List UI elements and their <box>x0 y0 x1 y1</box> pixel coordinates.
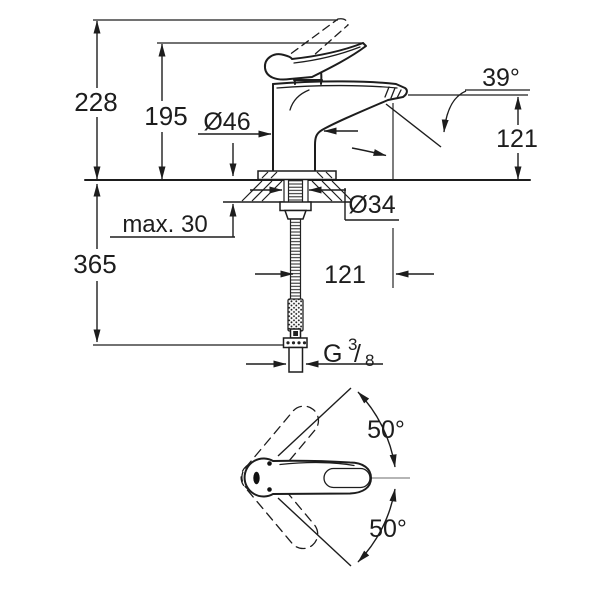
mounting-nut <box>283 209 308 220</box>
knurl-dot <box>302 341 307 345</box>
dimension-lines <box>93 20 522 368</box>
base-plate <box>257 170 337 181</box>
angle-arc-arrow <box>441 90 467 133</box>
label-lever-height: 195 <box>144 101 187 131</box>
handle-plan-inner-line <box>279 461 355 467</box>
label-thread-slash: / <box>354 340 361 368</box>
hatch-left <box>241 180 283 202</box>
handle-grip-detail <box>323 467 371 489</box>
label-swivel-lower: 50° <box>369 515 407 543</box>
label-spout-angle: 39° <box>482 64 520 92</box>
label-overall-height: 228 <box>74 87 117 117</box>
label-below-counter-length: 365 <box>73 249 116 279</box>
handle-raised-dashed <box>280 18 349 72</box>
dashed-lever-tip <box>337 18 349 26</box>
swivel-line-upper <box>277 387 352 457</box>
aerator-hatch <box>384 86 402 99</box>
handle-plan-outline <box>243 457 372 498</box>
label-thread-prefix: G <box>323 340 342 368</box>
handle-dot-lower <box>267 487 272 492</box>
handle-side-view <box>263 42 367 85</box>
handle-dot-upper <box>267 461 272 466</box>
threaded-rod <box>289 218 302 301</box>
body-outline <box>272 80 408 172</box>
label-thread-numerator: 3 <box>348 335 357 354</box>
connector-end <box>288 346 304 373</box>
knurl-dot <box>291 341 296 345</box>
body-inner-curve <box>289 89 310 111</box>
label-swivel-upper: 50° <box>367 416 405 444</box>
dashed-lever-top <box>280 18 339 62</box>
lever-inner-line <box>293 46 361 64</box>
mounting-washer <box>279 201 312 212</box>
label-max-counter-thickness: max. 30 <box>122 211 207 238</box>
plan-view: 50° 50° <box>240 387 410 567</box>
spout-angle-line <box>385 103 442 148</box>
swivel-arc-upper <box>357 391 397 468</box>
swivel-line-lower <box>277 497 352 567</box>
deck-inner-line <box>276 84 398 89</box>
faucet-body <box>257 80 408 181</box>
knurl-dot <box>297 341 301 345</box>
label-spout-reach: 121 <box>324 261 366 289</box>
hatch-right <box>311 180 353 202</box>
handle-plan-view <box>243 457 372 498</box>
shank-sleeve <box>283 180 309 202</box>
label-body-diameter: Ø46 <box>203 108 250 136</box>
handle-slot-mark <box>253 471 260 485</box>
swivel-arc-lower <box>357 488 397 563</box>
label-spout-height: 121 <box>496 125 538 153</box>
mounting-hardware <box>279 179 312 373</box>
hose-crimp-detail <box>293 331 298 336</box>
outlet-pointer-arrow <box>351 147 387 157</box>
label-thread-denominator: 8 <box>365 351 374 370</box>
side-view: 228 195 Ø46 39° 121 max. 30 Ø34 365 121 … <box>73 18 538 373</box>
dashed-lever-bottom <box>295 24 349 72</box>
label-hole-diameter: Ø34 <box>348 191 395 219</box>
lever-handle <box>263 42 367 81</box>
dimension-labels: 228 195 Ø46 39° 121 max. 30 Ø34 365 121 … <box>73 64 538 370</box>
braided-hose <box>287 298 304 332</box>
base-plate-hatch <box>261 171 333 179</box>
knurl-dot <box>286 341 290 345</box>
